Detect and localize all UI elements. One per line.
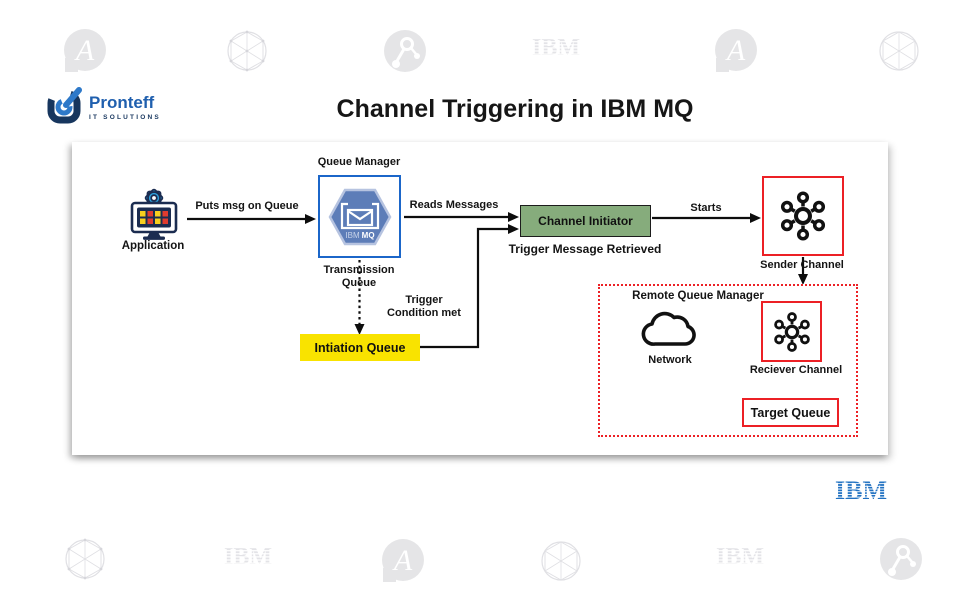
transmission-queue-label: Transmission Queue — [323, 264, 395, 289]
channel-initiator-box: Channel Initiator — [520, 205, 651, 237]
watermark-ibm-text: IBM — [532, 35, 580, 59]
watermark-node-badge — [879, 537, 923, 588]
initiation-queue-box: Intiation Queue — [300, 334, 420, 361]
ibm-logo-text: IBM — [835, 476, 887, 504]
watermark-globe-icon — [225, 29, 269, 78]
watermark-a-letter: A — [392, 544, 413, 577]
pronteff-logo: Pronteff IT SOLUTIONS — [46, 86, 161, 129]
receiver-channel-box — [761, 301, 822, 362]
watermark-a-badge: A — [380, 537, 426, 589]
watermark-ibm-logo: IBM — [527, 33, 585, 64]
channel-hub-icon — [780, 191, 826, 241]
ibm-logo: IBM — [829, 476, 893, 509]
brand-tagline: IT SOLUTIONS — [89, 114, 161, 121]
watermark-a-badge: A — [62, 27, 108, 79]
watermark-a-letter: A — [74, 34, 95, 67]
brand-name: Pronteff — [89, 93, 155, 112]
sender-channel-box — [762, 176, 844, 256]
page-title: Channel Triggering in IBM MQ — [336, 95, 694, 123]
trigger-condition-label: Trigger Condition met — [387, 294, 461, 319]
puts-msg-label: Puts msg on Queue — [195, 200, 299, 212]
watermark-a-letter: A — [725, 34, 746, 67]
starts-label: Starts — [690, 202, 722, 214]
application-icon — [125, 188, 183, 247]
watermark-ibm-logo: IBM — [219, 542, 277, 573]
reads-messages-label: Reads Messages — [409, 199, 499, 211]
sender-channel-label: Sender Channel — [760, 259, 844, 271]
watermark-node-badge — [383, 29, 427, 80]
mq-icon-mq-text: MQ — [361, 231, 374, 240]
remote-queue-manager-label: Remote Queue Manager — [632, 290, 764, 302]
watermark-ibm-text: IBM — [224, 544, 272, 568]
network-label: Network — [648, 354, 692, 366]
mq-icon-ibm-text: IBM — [345, 231, 360, 240]
trigger-message-retrieved-label: Trigger Message Retrieved — [508, 242, 662, 256]
channel-hub-icon — [773, 311, 810, 352]
watermark-globe-icon — [539, 539, 583, 588]
network-cloud-icon — [636, 303, 704, 356]
watermark-globe-icon — [877, 29, 921, 78]
pronteff-mark-icon — [46, 86, 82, 129]
watermark-globe-icon — [63, 537, 107, 586]
watermark-ibm-logo: IBM — [709, 542, 771, 573]
receiver-channel-label: Reciever Channel — [749, 364, 843, 376]
watermark-ibm-text: IBM — [716, 544, 764, 568]
target-queue-box: Target Queue — [742, 398, 839, 427]
watermark-a-badge: A — [713, 27, 759, 79]
queue-manager-label: Queue Manager — [317, 156, 401, 168]
application-label: Application — [121, 240, 185, 252]
